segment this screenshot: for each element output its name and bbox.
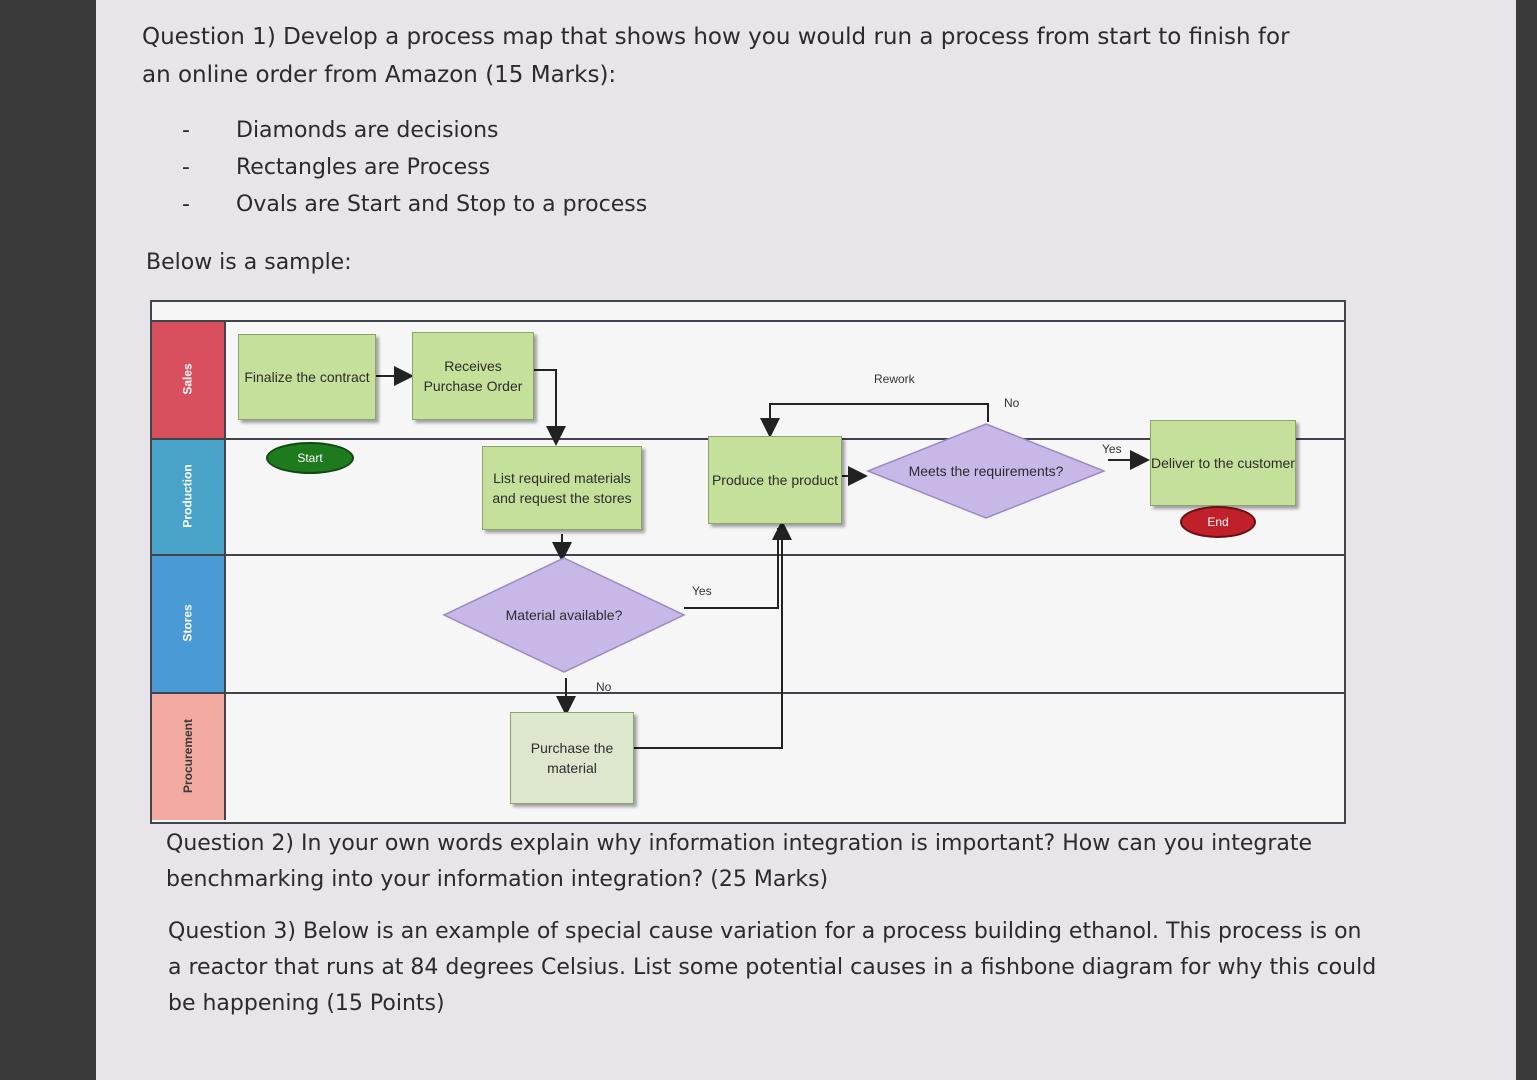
lane-divider	[152, 554, 1344, 556]
flow-connectors	[376, 366, 1150, 749]
decision-material-available: Material available?	[442, 556, 686, 674]
question-1-text: Question 1) Develop a process map that s…	[142, 24, 1290, 88]
lane-label-stores: Stores	[152, 554, 226, 692]
arrow-material-yes-to-produce	[684, 528, 779, 609]
sample-label: Below is a sample:	[146, 250, 352, 275]
legend-item-ovals: - Ovals are Start and Stop to a process	[182, 186, 647, 223]
process-finalize-contract: Finalize the contract	[238, 334, 376, 420]
legend-list: - Diamonds are decisions - Rectangles are …	[182, 112, 647, 223]
decision-label: Meets the requirements?	[908, 463, 1064, 479]
bullet-dash: -	[182, 192, 190, 217]
legend-item-rectangles: - Rectangles are Process	[182, 149, 647, 186]
bullet-dash: -	[182, 155, 190, 180]
arrow-rework-loop	[760, 403, 989, 438]
process-produce-product: Produce the product	[708, 436, 842, 524]
lane-label-production: Production	[152, 438, 226, 554]
decision-label: Material available?	[505, 607, 623, 623]
process-receives-purchase-order: Receives Purchase Order	[412, 332, 534, 420]
process-label: Deliver to the customer	[1151, 455, 1295, 471]
no-label-material: No	[596, 680, 612, 694]
arrow-receives-to-list	[534, 369, 566, 446]
question-3-text: Question 3) Below is an example of speci…	[168, 919, 1377, 1016]
lane-divider	[152, 320, 1344, 322]
no-label-meets: No	[1004, 396, 1020, 410]
lane-label-sales: Sales	[152, 320, 226, 438]
yes-label-meets: Yes	[1102, 442, 1122, 456]
rework-label: Rework	[874, 372, 915, 386]
decision-meets-requirements: Meets the requirements?	[866, 422, 1106, 520]
question-2-text: Question 2) In your own words explain wh…	[166, 831, 1313, 892]
process-label: List required materials and request the …	[492, 470, 632, 506]
diamond-shape	[866, 423, 1106, 519]
start-oval: Start	[266, 442, 354, 474]
process-label: Receives Purchase Order	[423, 358, 523, 394]
process-deliver-to-customer: Deliver to the customer	[1150, 420, 1296, 506]
legend-item-diamonds: - Diamonds are decisions	[182, 112, 647, 149]
diamond-shape	[442, 557, 686, 673]
end-oval: End	[1180, 506, 1256, 538]
process-purchase-material: Purchase the material	[510, 712, 634, 804]
legend-item-label: Ovals are Start and Stop to a process	[236, 192, 648, 217]
lane-divider	[152, 692, 1344, 694]
process-label: Finalize the contract	[244, 369, 370, 385]
process-list-required-materials: List required materials and request the …	[482, 446, 642, 530]
swimlane-process-map: Sales Production Stores Procurement Fina…	[150, 300, 1346, 824]
legend-item-label: Diamonds are decisions	[236, 118, 499, 143]
process-label: Produce the product	[711, 472, 839, 488]
arrow-purchase-to-produce	[628, 520, 792, 749]
legend-item-label: Rectangles are Process	[236, 155, 491, 180]
process-label: Purchase the material	[530, 740, 614, 776]
bullet-dash: -	[182, 118, 190, 143]
lane-label-procurement: Procurement	[152, 692, 226, 820]
yes-label-material: Yes	[692, 584, 712, 598]
